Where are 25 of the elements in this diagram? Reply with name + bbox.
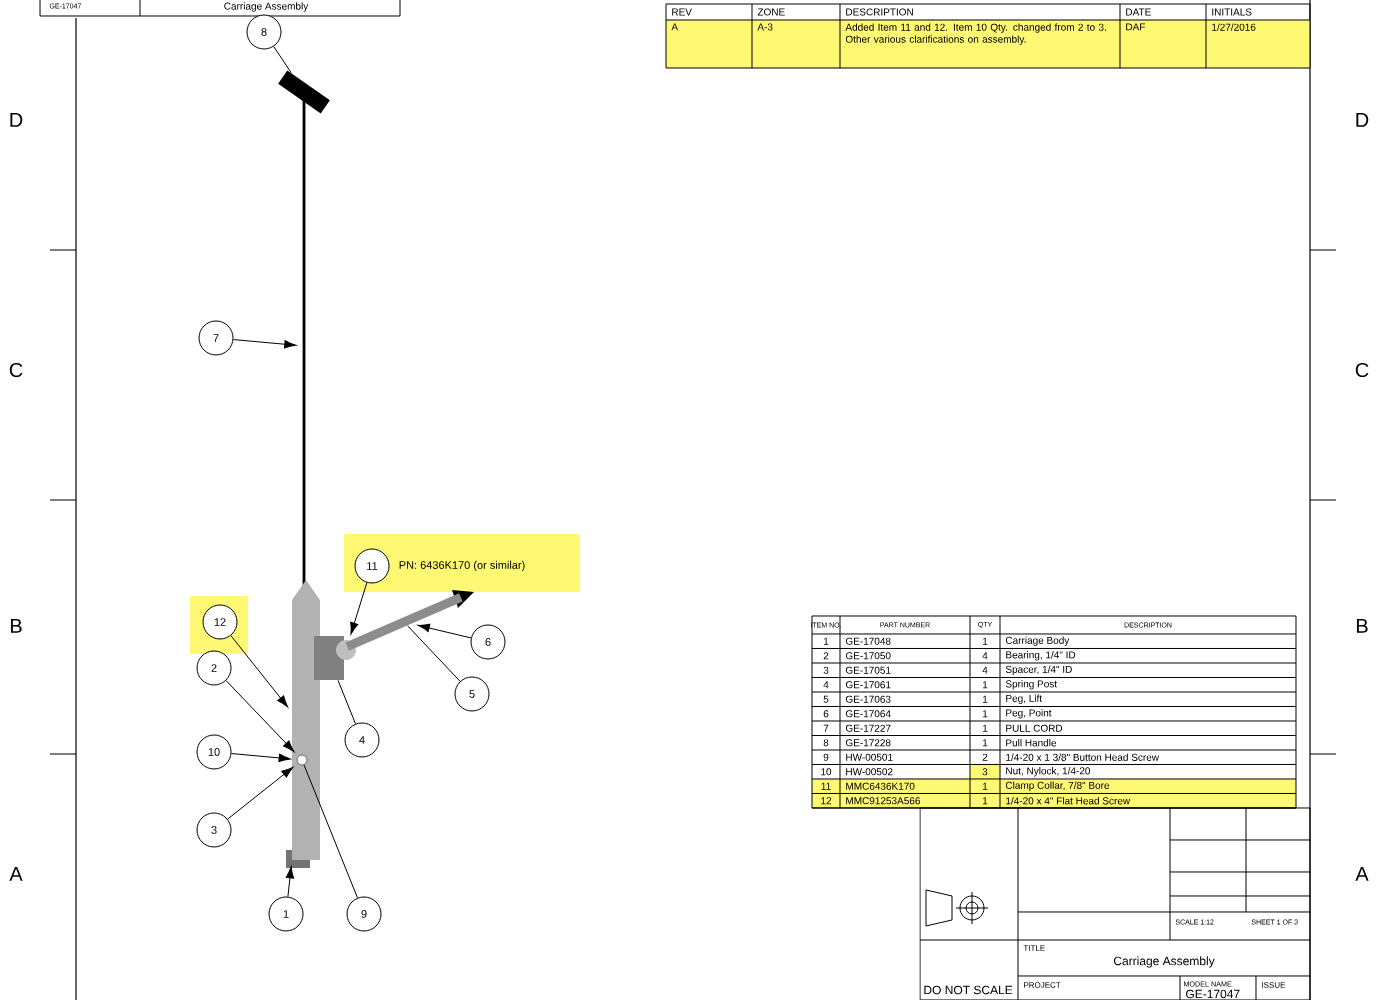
leader-line xyxy=(273,46,292,74)
leader-line xyxy=(407,625,461,682)
leader-line xyxy=(230,635,289,708)
spring-post xyxy=(314,636,344,680)
leader-line xyxy=(337,679,356,725)
zone-letter: B xyxy=(11,619,22,633)
leader-line xyxy=(230,753,291,763)
leader-line xyxy=(417,623,472,639)
zone-letter: A xyxy=(9,867,23,881)
zone-letter: B xyxy=(1356,619,1368,633)
zone-letter: C xyxy=(9,362,23,378)
pull-handle xyxy=(278,70,330,114)
leader-line xyxy=(225,680,295,752)
carriage-body xyxy=(286,580,320,868)
zone-letter: D xyxy=(1356,113,1369,127)
zone-letter: A xyxy=(1355,867,1369,881)
peg xyxy=(345,590,474,651)
screw-head xyxy=(296,754,308,766)
leader-line xyxy=(227,766,294,820)
leader-line xyxy=(350,582,368,635)
zone-letter: D xyxy=(10,113,23,127)
leader-line xyxy=(232,339,297,349)
leader-line xyxy=(303,764,358,899)
leader-line xyxy=(285,866,295,898)
zone-letter: C xyxy=(1355,362,1369,378)
